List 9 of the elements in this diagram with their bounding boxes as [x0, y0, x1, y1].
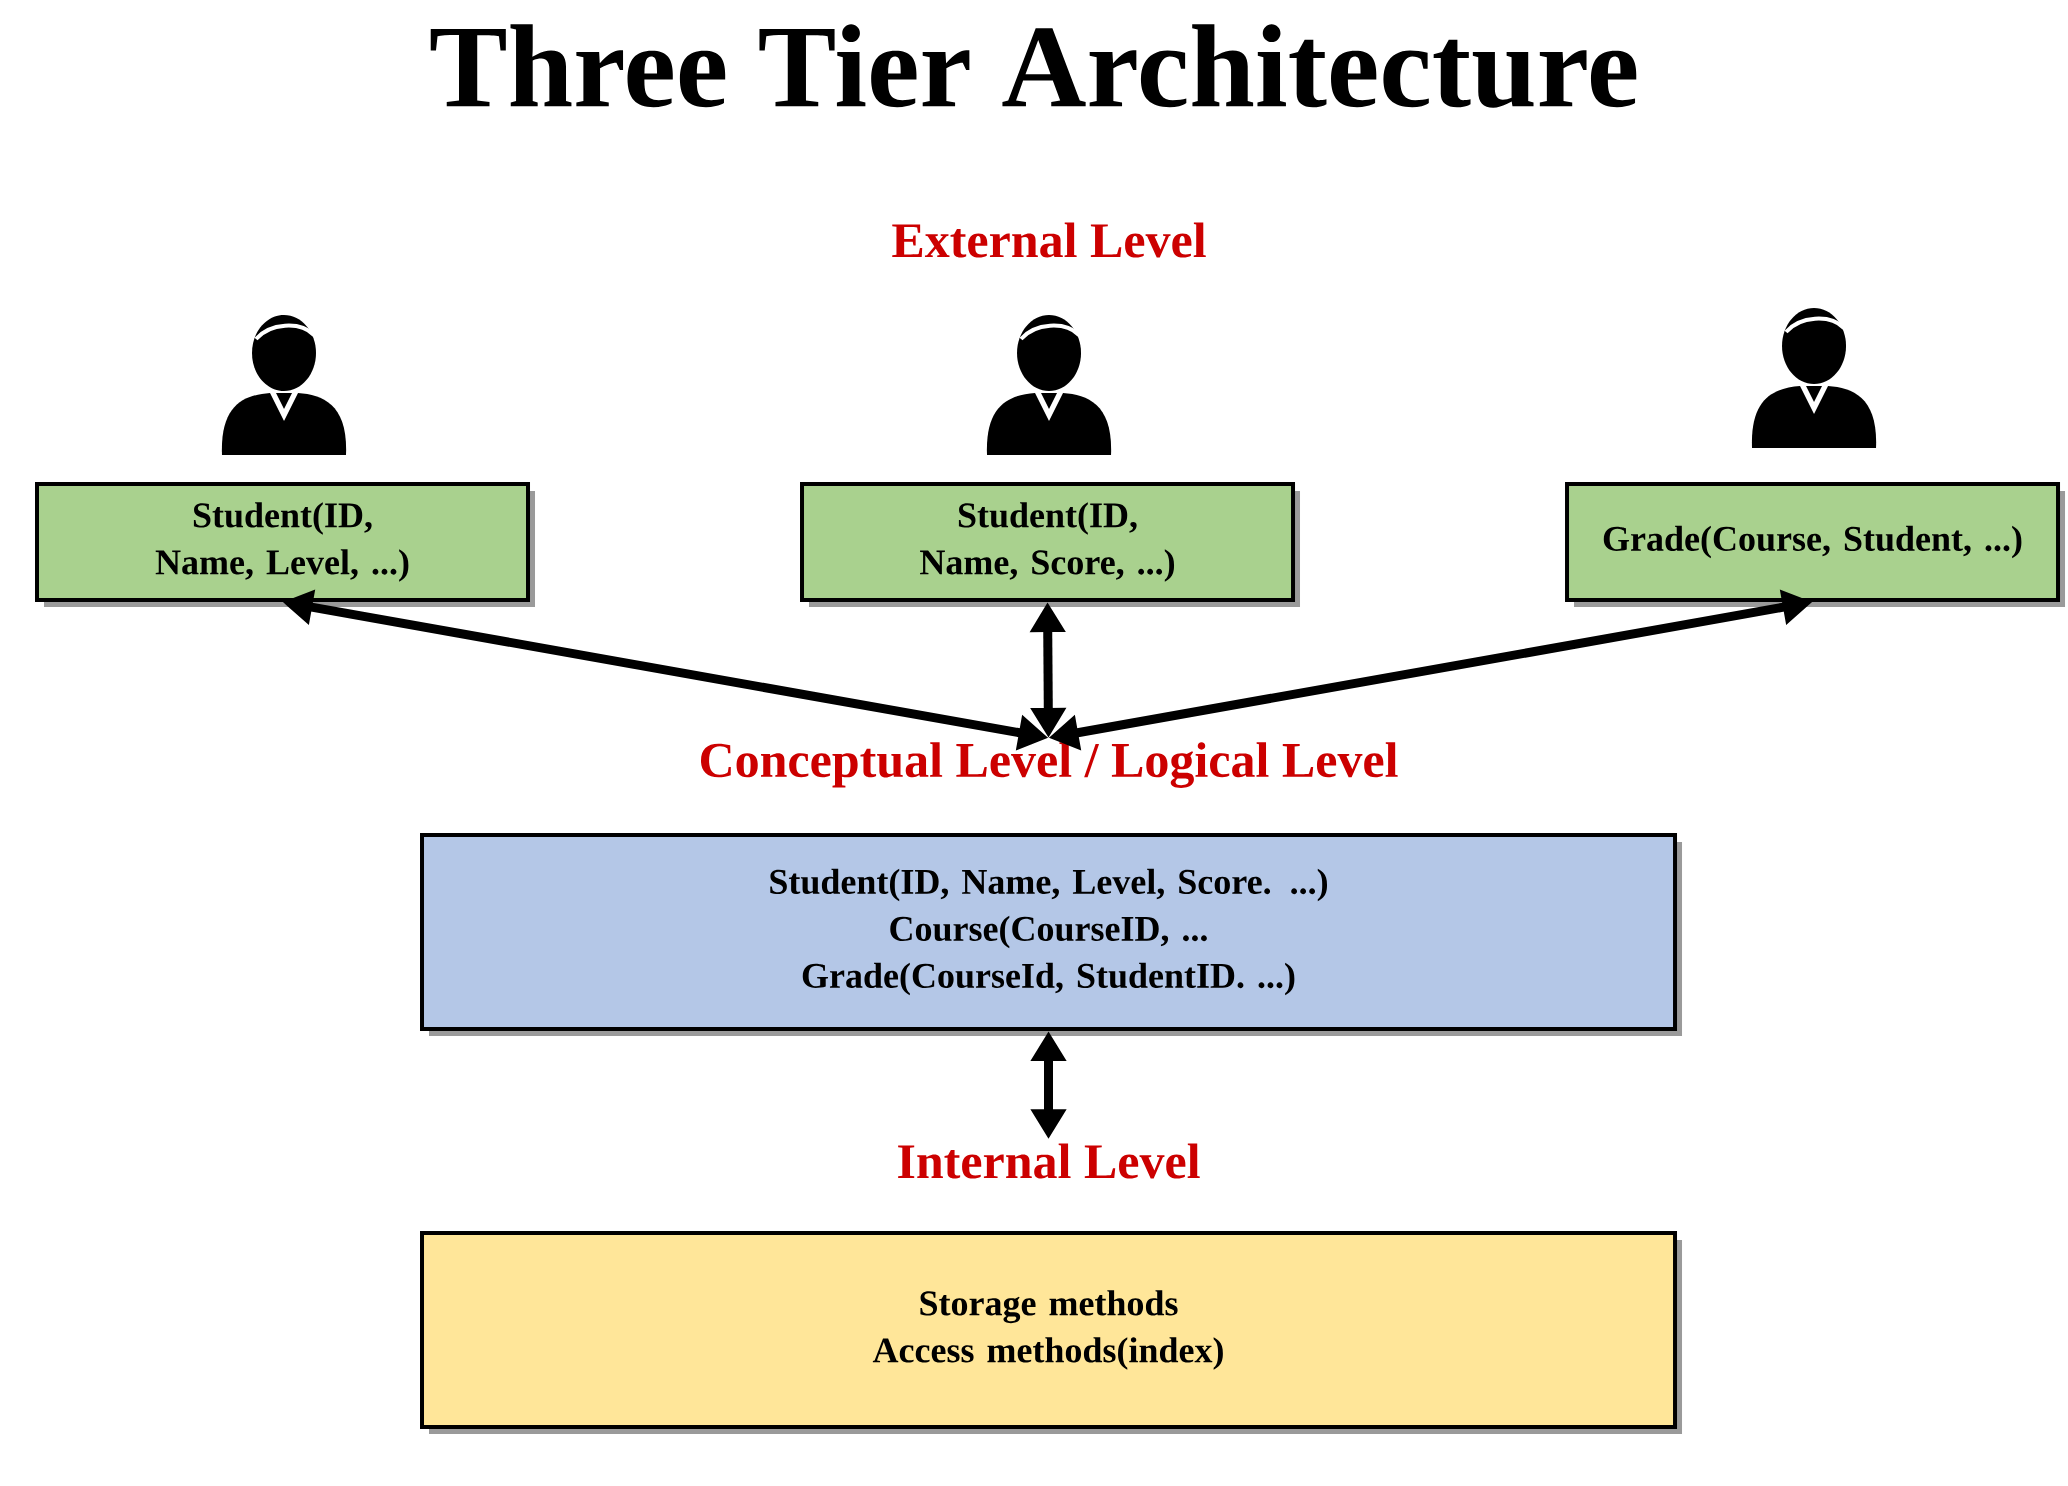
- level-heading: External Level: [892, 222, 1206, 258]
- entity-box: Student(ID, Name, Score, ...): [800, 482, 1300, 607]
- entity-box: Grade(Course, Student, ...): [1565, 482, 2066, 607]
- level-heading: Conceptual Level / Logical Level: [701, 742, 1398, 788]
- entity-box: Student(ID, Name, Level, ...): [35, 482, 535, 607]
- schema-box: Student(ID, Name, Level, Score. ...) Course(CourseID, ... Grade(CourseId, StudentID. ...): [420, 833, 1682, 1036]
- storage-box: Storage methods Access methods(index): [420, 1231, 1682, 1434]
- title: Three Tier Architecture: [430, 24, 1637, 108]
- level-heading: Internal Level: [898, 1143, 1200, 1179]
